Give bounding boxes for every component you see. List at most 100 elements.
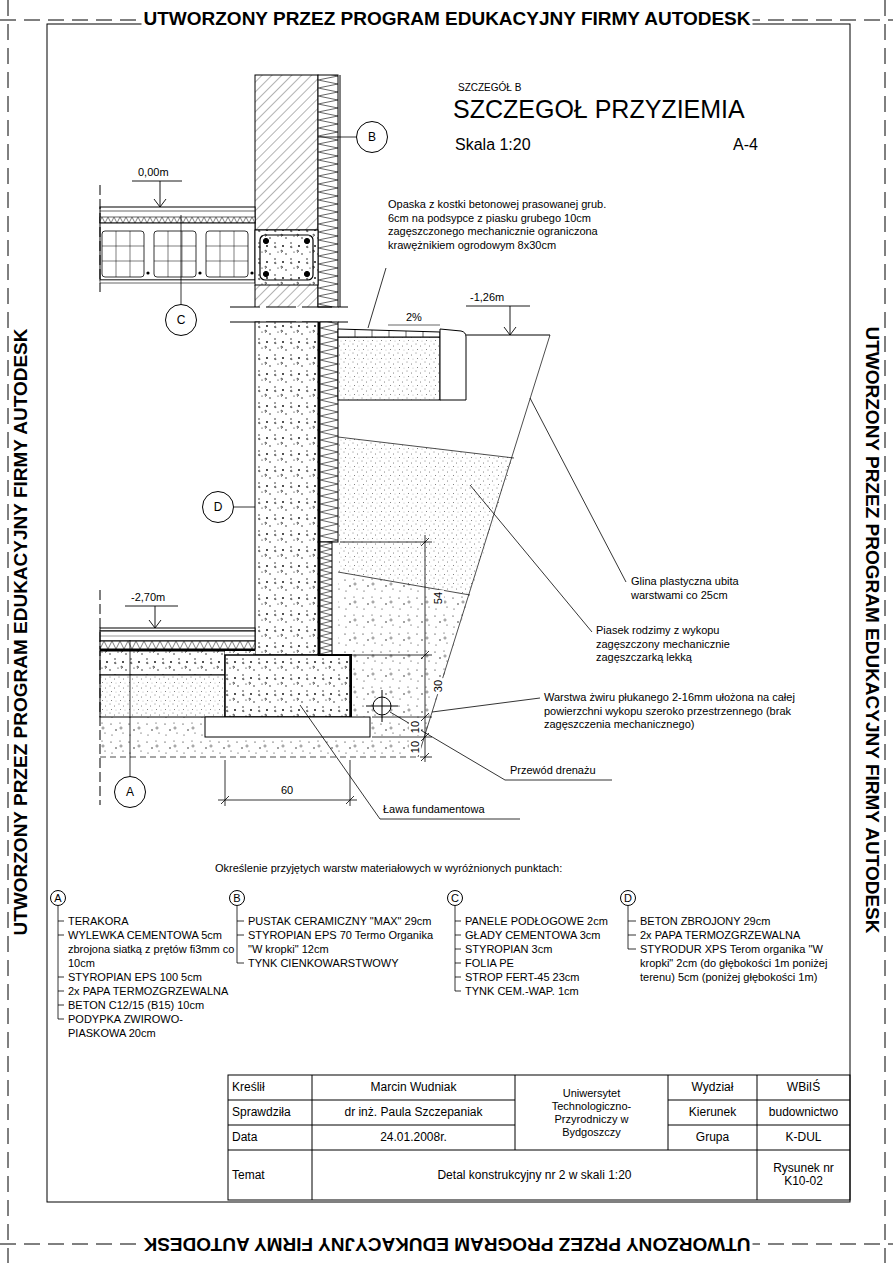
leader-line bbox=[318, 137, 356, 138]
backfill bbox=[338, 572, 470, 595]
strip-footing bbox=[318, 655, 351, 717]
dimension: 30 bbox=[432, 678, 444, 694]
level-marker bbox=[155, 606, 156, 628]
leader-line bbox=[390, 712, 505, 780]
ceiling-slab bbox=[100, 217, 255, 223]
legend-circle: D bbox=[620, 890, 636, 906]
pavement-strip bbox=[466, 335, 550, 336]
strip-footing bbox=[205, 717, 370, 737]
callout-note: Ława fundamentowa bbox=[383, 803, 485, 817]
ceiling-slab bbox=[304, 271, 309, 276]
watermark: UTWORZONY PRZEZ PROGRAM EDUKACYJNY FIRMY… bbox=[142, 1234, 753, 1255]
pavement-strip bbox=[388, 325, 440, 326]
pavement-strip bbox=[406, 331, 407, 337]
leader-line bbox=[380, 819, 520, 820]
dimension-line bbox=[425, 535, 426, 762]
dimension-line bbox=[218, 535, 432, 806]
ceiling-slab bbox=[100, 223, 255, 280]
title-block-cell: Kreślił bbox=[228, 1075, 312, 1100]
layer-tree bbox=[628, 921, 636, 922]
leader-line bbox=[530, 398, 626, 582]
callout-letter: A bbox=[126, 786, 134, 798]
ceiling-slab bbox=[255, 230, 318, 285]
dimension-line bbox=[218, 800, 357, 801]
layer-item: PUSTAK CERAMICZNY "MAX" 29cm bbox=[248, 914, 438, 928]
leader-line bbox=[470, 485, 592, 632]
upper-wall bbox=[340, 75, 341, 307]
pavement-strip bbox=[423, 332, 424, 337]
backfill bbox=[338, 437, 514, 595]
basement-wall bbox=[255, 322, 338, 655]
layer-tree bbox=[455, 921, 461, 922]
title-block-cell: 24.01.2008r. bbox=[312, 1125, 515, 1150]
level-marker bbox=[132, 181, 182, 182]
title-block-cell: Rysunek nr K10-02 bbox=[757, 1150, 850, 1200]
backfill bbox=[205, 572, 470, 757]
title-block-cell: Uniwersytet Technologiczno-Przyrodniczy … bbox=[515, 1075, 668, 1150]
layer-tree bbox=[455, 963, 461, 964]
pavement-strip bbox=[338, 329, 440, 337]
pavement-strip bbox=[372, 330, 373, 337]
basement-wall bbox=[255, 322, 318, 655]
pavement-strip bbox=[440, 329, 466, 400]
title-block bbox=[228, 1125, 515, 1126]
ceiling-slab bbox=[100, 185, 318, 292]
ceiling-slab bbox=[260, 235, 313, 280]
dimension: 54 bbox=[432, 590, 444, 606]
title-block bbox=[515, 1075, 516, 1150]
leader-line bbox=[432, 698, 540, 712]
callout-circle: D bbox=[202, 491, 234, 523]
leader-line bbox=[181, 215, 182, 304]
layer-tree bbox=[58, 991, 64, 992]
legend-circle: C bbox=[447, 890, 463, 906]
strip-footing bbox=[205, 655, 370, 737]
title-block-cell: Marcin Wudniak bbox=[312, 1075, 515, 1100]
callout-letter: B bbox=[368, 131, 376, 143]
break-line bbox=[230, 307, 348, 308]
layer-list: PANELE PODŁOGOWE 2cmGŁADY CEMENTOWA 3cmS… bbox=[465, 914, 630, 998]
ceiling-slab bbox=[304, 238, 309, 243]
layer-list: BETON ZBROJONY 29cm2x PAPA TERMOZGRZEWAL… bbox=[640, 914, 845, 984]
level-mark: -1,26m bbox=[470, 291, 504, 305]
slope-mark: 2% bbox=[406, 311, 422, 325]
basement-floor bbox=[100, 651, 225, 675]
layer-tree bbox=[237, 935, 244, 936]
basement-floor bbox=[100, 675, 225, 717]
layer-item: PANELE PODŁOGOWE 2cm bbox=[465, 914, 630, 928]
layer-item: TYNK CIENKOWARSTWOWY bbox=[248, 956, 438, 970]
layer-item: STROP FERT-45 23cm bbox=[465, 970, 630, 984]
title-block-cell: Grupa bbox=[668, 1125, 757, 1150]
callout-letter: C bbox=[451, 893, 459, 904]
title-block bbox=[228, 1075, 850, 1200]
level-marker bbox=[125, 606, 178, 607]
dimension-line bbox=[421, 538, 429, 761]
layer-item: GŁADY CEMENTOWA 3cm bbox=[465, 928, 630, 942]
drawing-title: SZCZEGOŁ PRZYZIEMIA bbox=[453, 96, 745, 124]
upper-wall bbox=[255, 75, 340, 307]
sheet-frame bbox=[47, 24, 850, 1202]
backfill bbox=[100, 757, 418, 758]
watermark: UTWORZONY PRZEZ PROGRAM EDUKACYJNY FIRMY… bbox=[11, 327, 32, 938]
scale-note: Skala 1:20 bbox=[455, 136, 531, 154]
pavement-strip bbox=[389, 331, 390, 337]
title-block bbox=[228, 1100, 515, 1101]
title-block bbox=[757, 1075, 758, 1200]
layer-tree bbox=[58, 921, 64, 922]
leader-line bbox=[130, 640, 131, 776]
upper-wall bbox=[318, 75, 338, 307]
legend-circle: A bbox=[50, 890, 66, 906]
ceiling-slab bbox=[100, 185, 101, 292]
basement-floor bbox=[100, 590, 101, 805]
ceiling-slab bbox=[263, 238, 268, 243]
layer-tree bbox=[58, 1019, 64, 1020]
layer-tree bbox=[237, 906, 238, 963]
dimension-line bbox=[420, 757, 432, 758]
sheet-frame bbox=[8, 0, 9, 1263]
dimension-line bbox=[372, 717, 432, 718]
title-block-cell: K-DUL bbox=[757, 1125, 850, 1150]
callout-note: Piasek rodzimy z wykopu zagęszczony mech… bbox=[596, 624, 748, 665]
callout-note: Przewód drenażu bbox=[510, 764, 596, 778]
leader-line bbox=[234, 507, 255, 508]
level-marker bbox=[504, 327, 516, 335]
title-block bbox=[668, 1100, 850, 1101]
